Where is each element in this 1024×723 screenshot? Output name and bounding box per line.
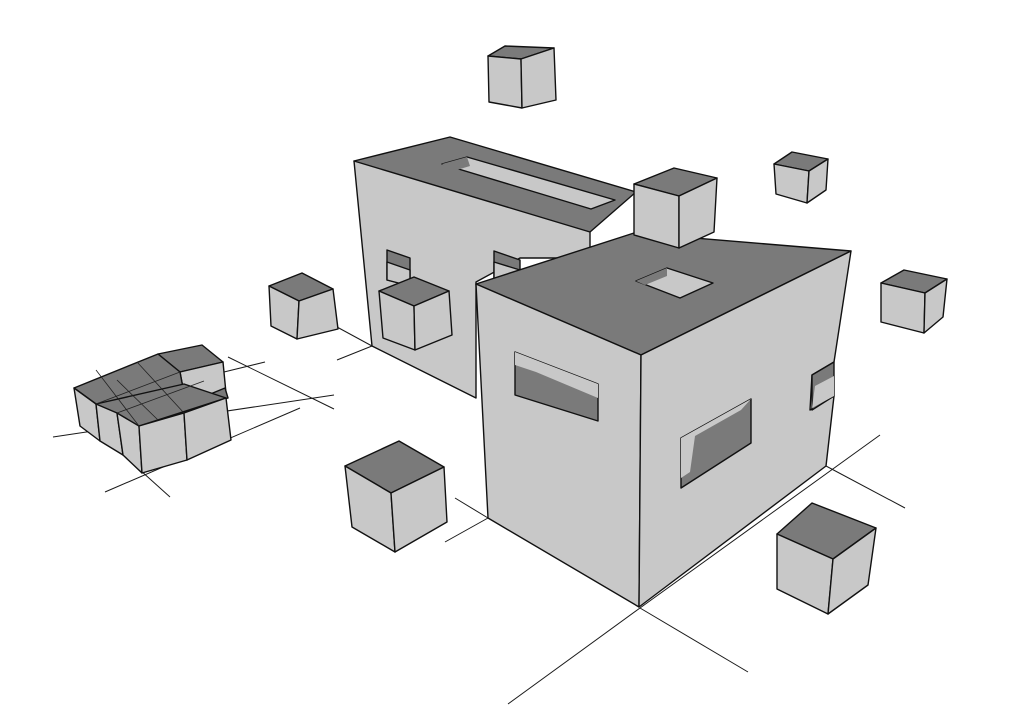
floating-cube-top (487, 45, 557, 109)
guide-line-cluster-4 (139, 469, 171, 498)
front-block-window-left-inner (515, 352, 598, 398)
cube-left-face (773, 163, 810, 204)
cluster-grid-1 (95, 371, 181, 405)
floating-cube-bottom-right (776, 502, 877, 615)
cube-right-face (923, 278, 948, 334)
guide-line-main-1 (507, 607, 641, 705)
guide-line-main-5 (454, 497, 489, 519)
roof-cube-right (678, 177, 718, 249)
cube-cluster (73, 344, 232, 474)
cluster-grid-5 (116, 379, 159, 421)
cluster-grid-3 (95, 369, 140, 427)
cube-right-face (806, 158, 829, 204)
cube-right-face (296, 288, 339, 340)
floating-cube-right-middle (880, 269, 948, 334)
cube-right-face (390, 466, 448, 553)
floating-cube-center (378, 276, 453, 351)
guide-line-cluster-3 (227, 356, 335, 410)
front-block-notch-inner (812, 376, 834, 408)
building-front-block (475, 167, 852, 608)
floating-cube-left (268, 272, 339, 340)
floating-cube-right-upper (773, 151, 829, 204)
cube-right-face (520, 47, 557, 109)
cube-right-face (413, 290, 453, 351)
cube-right-face (827, 527, 877, 615)
floating-cube-bottom-left (344, 440, 448, 553)
guide-line-main-2 (639, 607, 749, 673)
cluster-face-5 (183, 397, 232, 461)
guide-line-cluster-5 (223, 361, 266, 373)
back-block-roof-slot (441, 156, 616, 210)
guide-line-main-3 (639, 434, 881, 609)
guide-line-main-6 (825, 465, 906, 509)
front-block-roof-hole-shade (636, 268, 667, 285)
back-block-roof-slot-shade (442, 157, 470, 172)
cluster-grid-4 (136, 361, 185, 414)
guide-line-back-2 (336, 326, 373, 347)
cube-left-face (487, 55, 523, 109)
cluster-grid-2 (116, 380, 205, 414)
guide-line-back-1 (336, 345, 373, 361)
guide-line-main-4 (444, 517, 489, 543)
front-block-window-right-inner (681, 399, 751, 478)
